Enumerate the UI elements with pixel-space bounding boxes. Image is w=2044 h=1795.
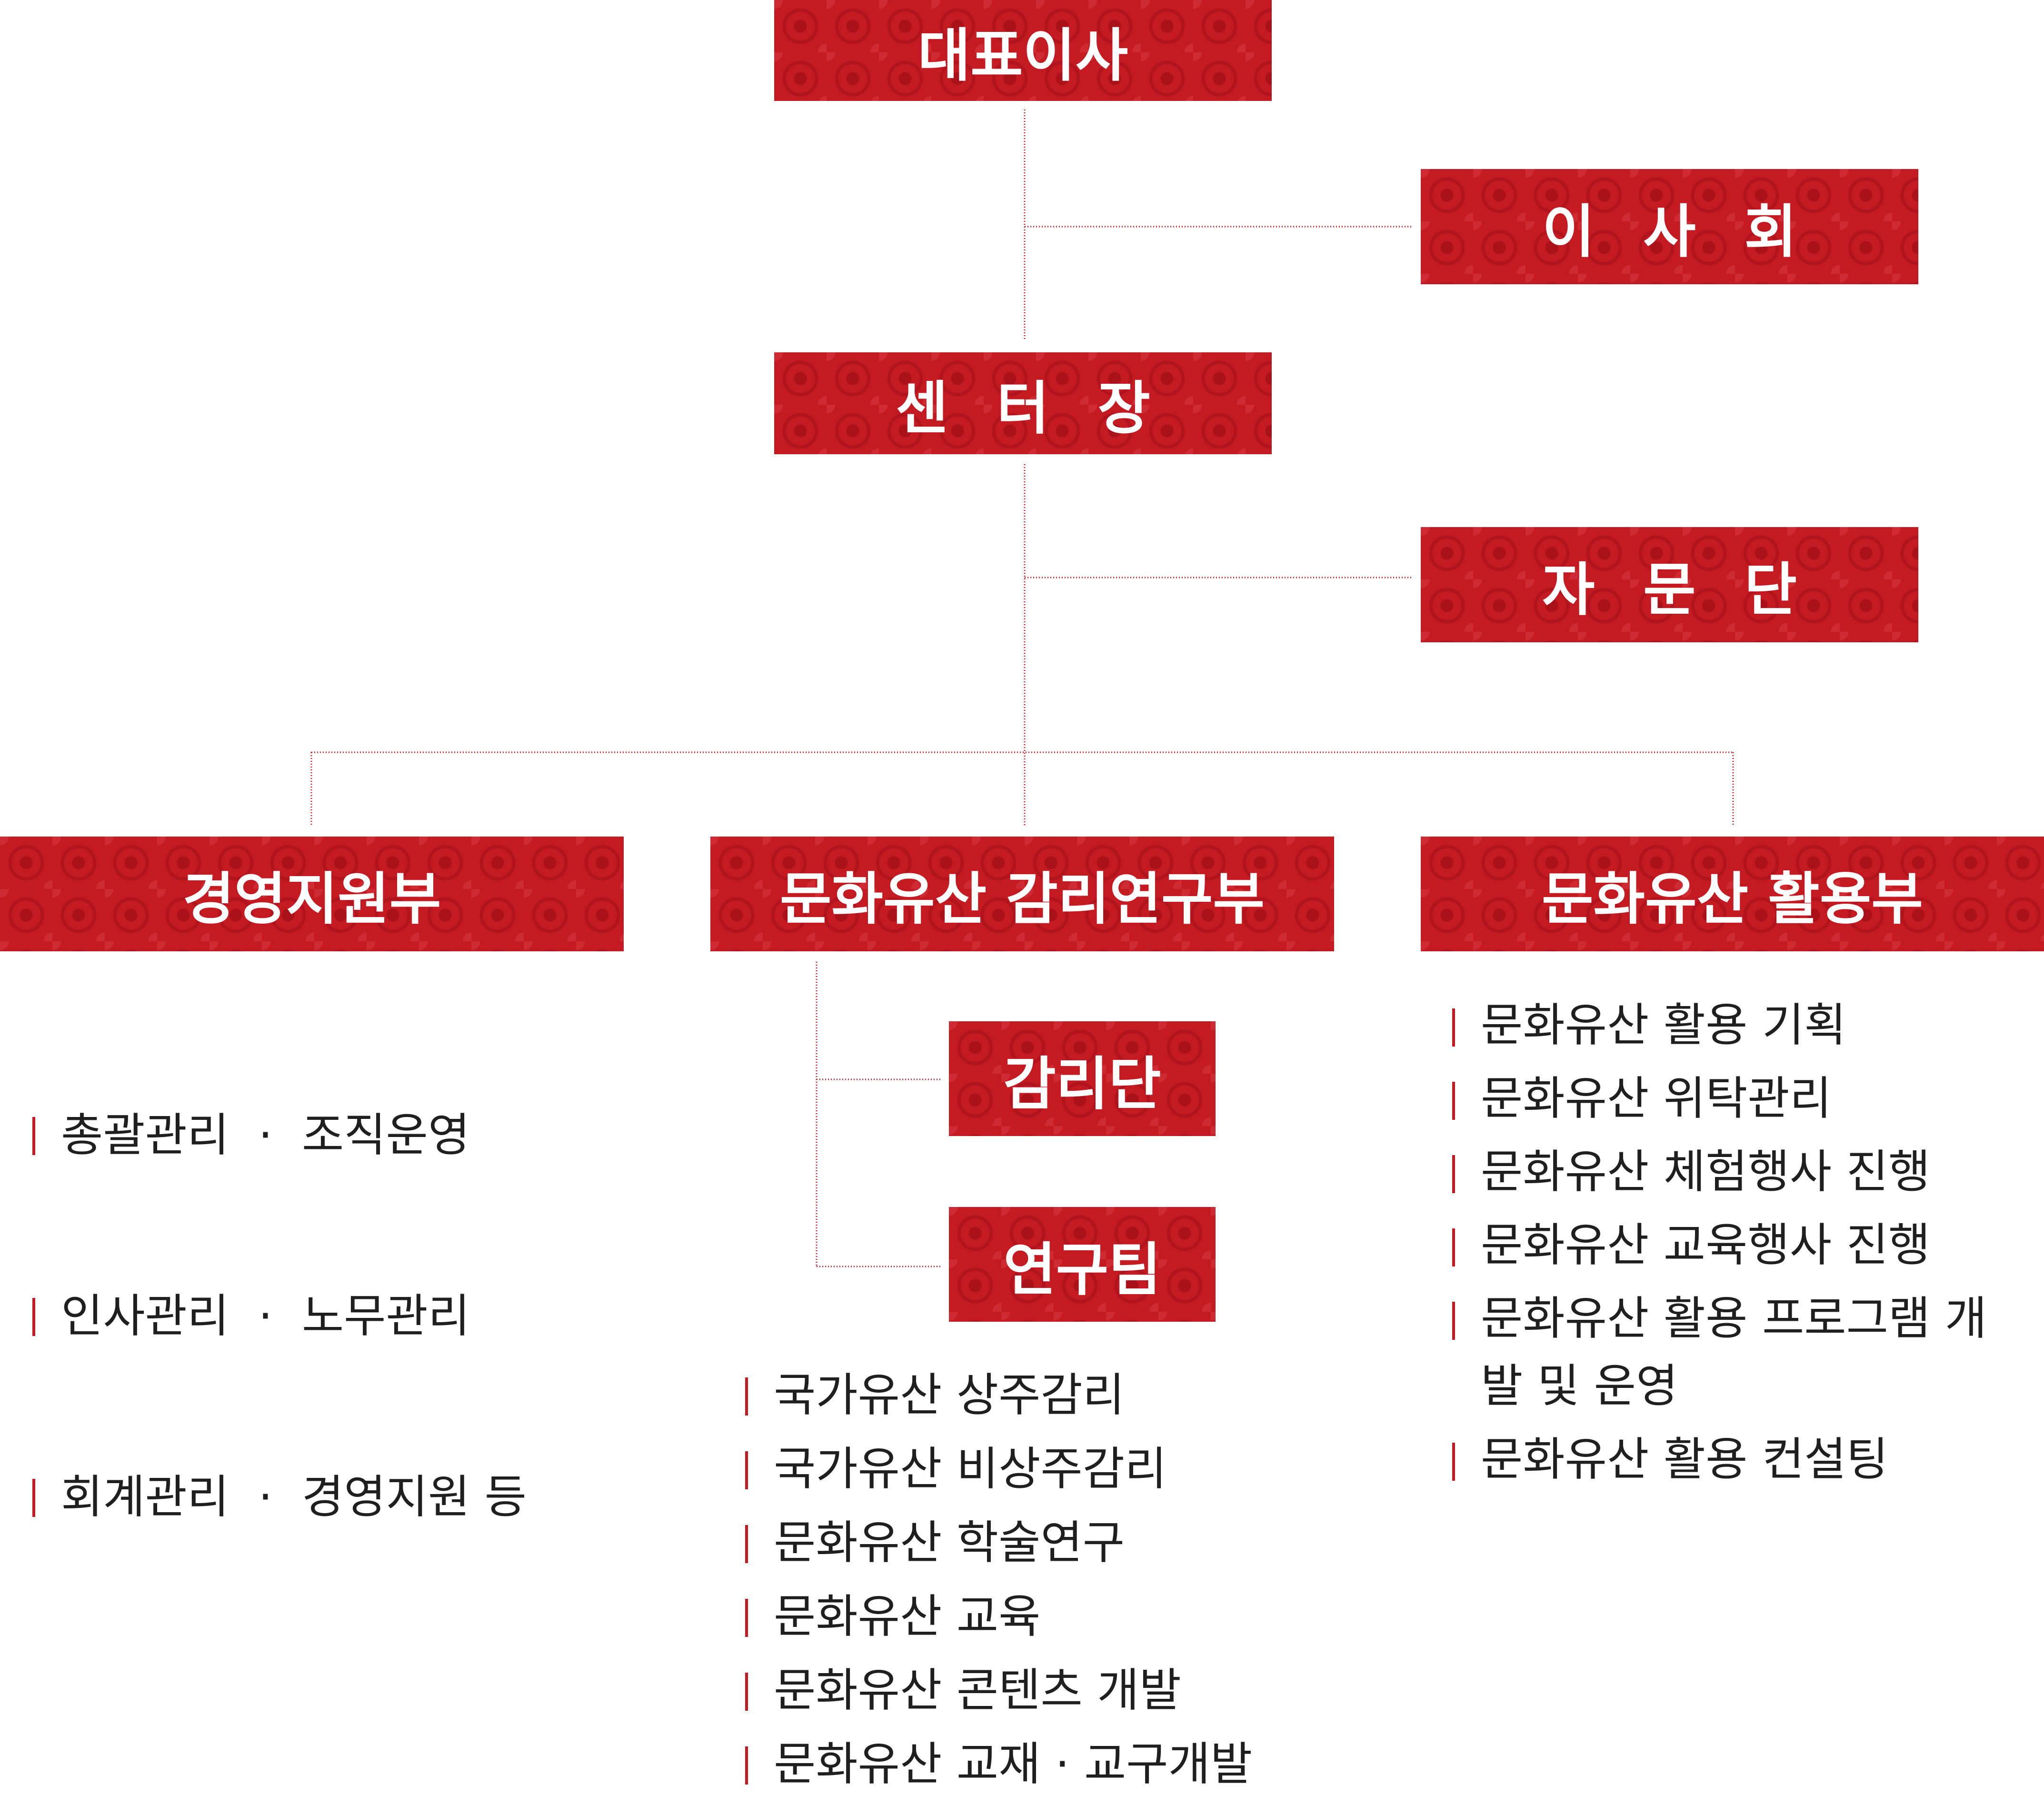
- list-item: 문화유산 위탁관리: [1452, 1065, 2028, 1132]
- list-item: 문화유산 활용 기획: [1452, 991, 2028, 1059]
- dept-management-task-list: 총괄관리 · 조직운영 인사관리 · 노무관리 회계관리 · 경영지원 등: [32, 991, 527, 1641]
- bullet-bar: [1452, 1443, 1455, 1481]
- director-label: 센 터 장: [896, 376, 1165, 442]
- board-box: 이 사 회: [1421, 169, 1918, 284]
- subunit-audit-label: 감리단: [1003, 1051, 1161, 1117]
- list-item: 회계관리 · 경영지원 등: [32, 1460, 527, 1534]
- bullet-bar: [745, 1525, 748, 1563]
- dept-utilization-box: 문화유산 활용부: [1421, 837, 2044, 951]
- list-item: 문화유산 교육행사 진행: [1452, 1211, 2028, 1279]
- list-item: 문화유산 활용 프로그램 개발 및 운영: [1452, 1285, 2028, 1420]
- director-box: 센 터 장: [774, 352, 1272, 454]
- bullet-bar: [32, 1298, 35, 1336]
- ceo-label: 대표이사: [917, 23, 1128, 89]
- subunit-research-label: 연구팀: [1003, 1237, 1161, 1303]
- bullet-bar: [745, 1673, 748, 1711]
- dept-utilization-task-list: 문화유산 활용 기획 문화유산 위탁관리 문화유산 체험행사 진행 문화유산 교…: [1452, 991, 2028, 1499]
- dept-utilization-label: 문화유산 활용부: [1541, 866, 1923, 932]
- dept-management-box: 경영지원부: [0, 837, 624, 951]
- bullet-bar: [32, 1479, 35, 1517]
- dept-management-label: 경영지원부: [182, 866, 441, 932]
- advisory-box: 자 문 단: [1421, 527, 1918, 642]
- bullet-bar: [745, 1377, 748, 1416]
- ceo-box: 대표이사: [774, 0, 1272, 101]
- dept-audit-research-box: 문화유산 감리연구부: [710, 837, 1334, 951]
- bullet-bar: [1452, 1008, 1455, 1047]
- dept-audit-research-task-list: 국가유산 상주감리 국가유산 비상주감리 문화유산 학술연구 문화유산 교육 문…: [745, 1358, 1252, 1795]
- list-item: 문화유산 교재 · 교구개발: [745, 1727, 1252, 1795]
- list-item: 문화유산 학술연구: [745, 1506, 1252, 1580]
- list-item: 국가유산 비상주감리: [745, 1432, 1252, 1506]
- board-label: 이 사 회: [1542, 199, 1811, 265]
- subunit-audit-box: 감리단: [949, 1021, 1216, 1136]
- list-item: 인사관리 · 노무관리: [32, 1279, 527, 1353]
- bullet-bar: [745, 1599, 748, 1637]
- bullet-bar: [32, 1117, 35, 1155]
- list-item: 총괄관리 · 조직운영: [32, 1098, 527, 1172]
- list-item: 문화유산 체험행사 진행: [1452, 1138, 2028, 1206]
- dept-audit-research-label: 문화유산 감리연구부: [779, 866, 1265, 932]
- list-item: 문화유산 콘텐츠 개발: [745, 1654, 1252, 1727]
- list-item: 문화유산 활용 컨설팅: [1452, 1426, 2028, 1493]
- list-item: 국가유산 상주감리: [745, 1358, 1252, 1432]
- advisory-label: 자 문 단: [1542, 557, 1811, 623]
- list-item: 문화유산 교육: [745, 1580, 1252, 1654]
- bullet-bar: [1452, 1082, 1455, 1120]
- bullet-bar: [1452, 1228, 1455, 1266]
- bullet-bar: [1452, 1302, 1455, 1340]
- subunit-research-box: 연구팀: [949, 1207, 1216, 1322]
- bullet-bar: [745, 1746, 748, 1785]
- bullet-bar: [745, 1451, 748, 1489]
- bullet-bar: [1452, 1155, 1455, 1193]
